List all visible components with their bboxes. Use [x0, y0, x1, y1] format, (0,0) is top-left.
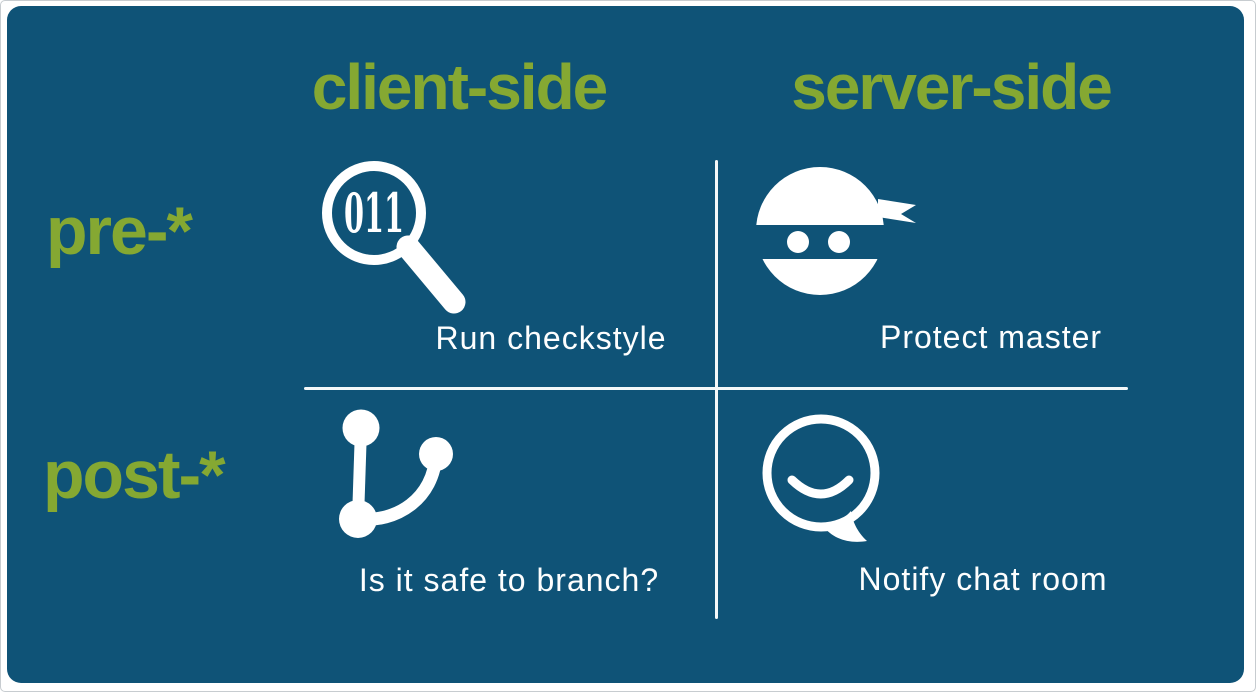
- horizontal-divider: [304, 387, 1128, 390]
- caption-notify-chat-room: Notify chat room: [858, 561, 1108, 597]
- caption-protect-master: Protect master: [879, 319, 1103, 355]
- chat-bubble-icon: [762, 414, 880, 542]
- caption-safe-to-branch: Is it safe to branch?: [358, 562, 660, 598]
- code-search-icon: 011: [322, 161, 466, 314]
- ninja-icon: [754, 167, 916, 295]
- column-header-client-side: client-side: [311, 51, 609, 123]
- caption-run-checkstyle: Run checkstyle: [435, 320, 667, 356]
- column-header-server-side: server-side: [791, 51, 1113, 123]
- git-branch-icon: [339, 409, 453, 538]
- row-label-post: post-*: [43, 437, 226, 513]
- matrix-card: [7, 6, 1244, 683]
- code-search-icon-digits: 011: [344, 181, 404, 245]
- row-label-pre: pre-*: [46, 193, 193, 269]
